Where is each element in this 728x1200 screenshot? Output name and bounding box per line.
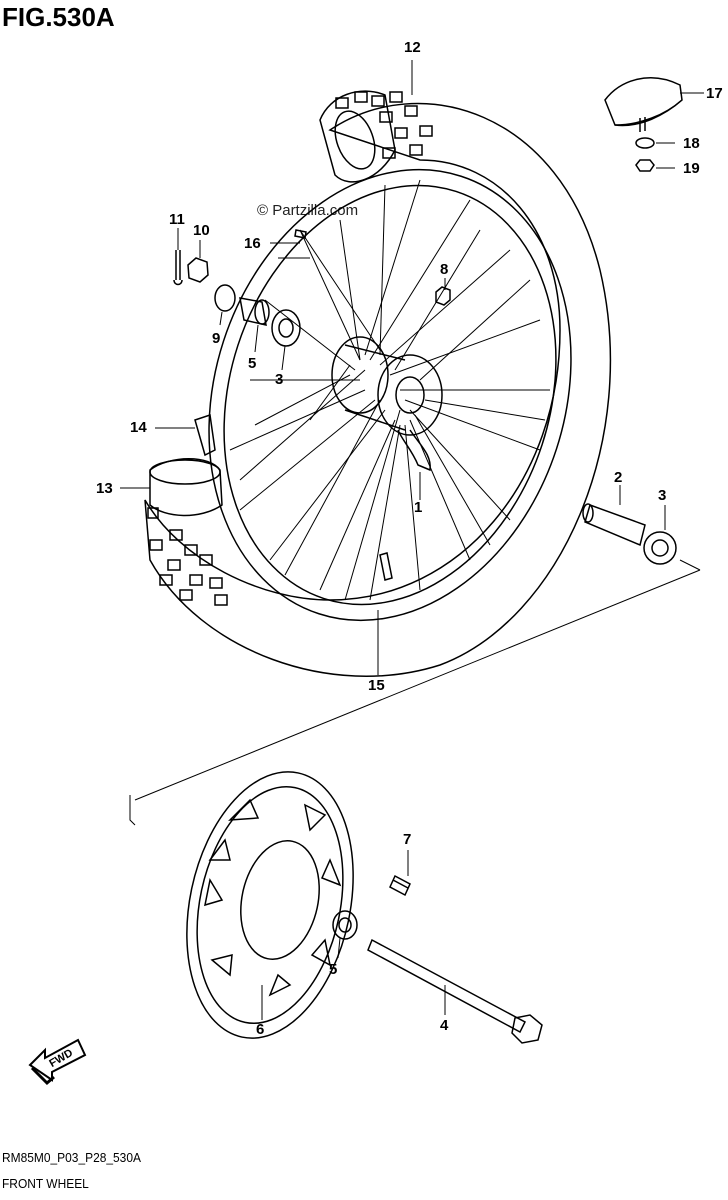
nut-19	[635, 159, 655, 172]
spacer-5-upper	[239, 297, 267, 326]
tire-outline	[144, 102, 612, 677]
washer-9	[214, 284, 236, 312]
callout-2: 2	[614, 469, 623, 486]
hub-center	[395, 376, 425, 414]
collar-5-lower	[332, 910, 358, 940]
leader-lines	[120, 60, 704, 1020]
callout-19: 19	[683, 160, 700, 177]
exploded-view-line-1	[134, 569, 701, 801]
bearing-3-right	[643, 531, 677, 565]
exploded-view-line-2	[679, 559, 701, 571]
rim-outer	[208, 168, 572, 622]
hub-left-flange	[331, 336, 389, 414]
footer-code: RM85M0_P03_P28_530A	[2, 1150, 141, 1165]
axle-4	[367, 938, 526, 1034]
callout-9: 9	[212, 330, 221, 347]
hub-right-flange	[377, 354, 443, 436]
exploded-view-bracket	[129, 795, 136, 826]
tire-tread-bottom	[147, 507, 228, 606]
washer-18	[635, 137, 655, 149]
bearing-3-upper-inner	[278, 318, 294, 338]
callout-6: 6	[256, 1021, 265, 1038]
fwd-arrow-icon	[28, 1038, 87, 1086]
callout-16: 16	[244, 235, 261, 252]
callout-3-right: 3	[658, 487, 667, 504]
callout-3-upper: 3	[275, 371, 284, 388]
bolt-8	[435, 286, 451, 306]
callout-17: 17	[706, 85, 723, 102]
bead-stopper	[604, 77, 683, 132]
axle-4-head	[511, 1014, 543, 1044]
figure-title: FIG.530A	[2, 2, 115, 32]
callout-1: 1	[414, 499, 423, 516]
cotter-pin-11	[173, 250, 183, 286]
bearing-3-right-inner	[651, 539, 669, 557]
nut-10	[187, 257, 209, 283]
callout-4: 4	[440, 1017, 449, 1034]
screw-16	[294, 229, 307, 239]
rim-tape	[149, 414, 223, 517]
callout-10: 10	[193, 222, 210, 239]
callout-11: 11	[169, 211, 185, 228]
callout-5-lower: 5	[329, 961, 338, 978]
spacer-2	[584, 504, 646, 547]
spacer-5-upper-end	[254, 299, 270, 325]
callout-7: 7	[403, 831, 412, 848]
callout-14: 14	[130, 419, 147, 436]
callout-15: 15	[368, 677, 385, 694]
bolt-7	[389, 874, 411, 897]
spacer-2-end	[582, 503, 594, 523]
callout-5-upper: 5	[248, 355, 257, 372]
callout-12: 12	[404, 39, 421, 56]
footer-name: FRONT WHEEL	[2, 1176, 89, 1191]
collar-5-lower-inner	[338, 917, 352, 933]
brake-disc	[186, 771, 354, 1039]
callout-18: 18	[683, 135, 700, 152]
hub-lug	[397, 429, 431, 472]
callout-8: 8	[440, 261, 449, 278]
watermark: © Partzilla.com	[257, 202, 359, 219]
bearing-3-upper	[271, 309, 301, 347]
rim-inner	[223, 184, 557, 606]
valve-stem	[379, 552, 393, 581]
tire-tread-top	[319, 90, 433, 183]
callout-13: 13	[96, 480, 113, 497]
